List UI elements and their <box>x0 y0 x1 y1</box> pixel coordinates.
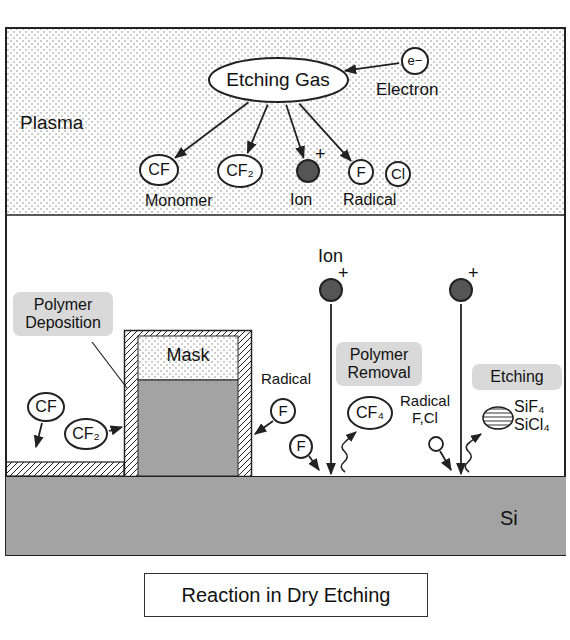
charge-sign: + <box>315 144 326 164</box>
gas-ellipse: Etching Gas <box>208 57 349 103</box>
connector-arrow <box>248 105 268 153</box>
node-outline <box>28 393 64 421</box>
plasma-texture <box>6 28 566 215</box>
leader-line <box>92 342 127 388</box>
polymer-sidewall <box>125 331 252 477</box>
polymer-layer <box>6 462 124 476</box>
plasma-boundary <box>6 214 566 216</box>
deposition-arrow <box>36 423 42 447</box>
node-outline <box>386 162 410 186</box>
node-text: CF₂ <box>226 162 254 180</box>
node-outline <box>348 397 392 429</box>
part-label: SiF₄ SiCl₄ <box>514 398 566 435</box>
node-text: F <box>296 438 305 455</box>
node-text: Etching <box>490 368 543 386</box>
node-outline <box>218 155 262 187</box>
node-outline <box>290 435 312 458</box>
electron-circle: e− <box>401 47 429 75</box>
part-label: Ion <box>318 246 343 267</box>
node-text: Plasma <box>20 112 83 133</box>
frame <box>6 28 565 555</box>
monomer-circle: CF₂ <box>217 154 263 188</box>
node-text: Etching Gas <box>226 69 330 90</box>
node-text: CF₂ <box>72 425 100 443</box>
deposition-arrow <box>109 427 122 431</box>
monomer-circle: CF <box>27 392 65 422</box>
ion-circle: + <box>296 159 320 183</box>
charge-sign: + <box>468 263 479 283</box>
node-outline <box>65 419 107 449</box>
node-text: e− <box>408 54 423 69</box>
radical-arrow <box>440 451 451 470</box>
part-label: Radical <box>261 370 311 387</box>
part-label: Radical <box>343 191 396 209</box>
callout-box: Polymer Deposition <box>13 292 113 336</box>
caption-box: Reaction in Dry Etching <box>144 573 428 617</box>
connector-arrow <box>330 304 332 474</box>
callout-box: Polymer Removal <box>336 342 422 386</box>
node-outline <box>402 48 428 74</box>
callout-box: Etching <box>472 364 562 390</box>
radical-circle: F <box>270 398 296 424</box>
node-text: Si <box>500 507 518 529</box>
connector-arrow <box>460 304 462 474</box>
radical-circle: F <box>289 434 313 459</box>
connector-arrow <box>175 102 248 157</box>
mask-body <box>138 380 238 476</box>
part-label: Monomer <box>145 192 213 210</box>
node-text: CF <box>148 161 169 179</box>
wavy-arrow <box>465 434 481 472</box>
monomer-circle: CF₂ <box>64 418 108 450</box>
node-outline <box>271 399 295 423</box>
node-outline <box>140 155 178 185</box>
ion-circle: + <box>449 278 473 302</box>
part-label: Ion <box>290 191 312 209</box>
radical-circle <box>429 437 443 451</box>
node-text: Cl <box>391 166 405 183</box>
node-text: Polymer Deposition <box>18 296 108 332</box>
node-text: Polymer Removal <box>341 346 417 382</box>
node-text: Mask <box>138 345 238 365</box>
product-circle: CF₄ <box>347 396 393 430</box>
ion-circle: + <box>319 278 343 302</box>
radical-circle: F <box>348 159 374 185</box>
mask-block: Mask <box>138 336 238 476</box>
node-text: CF₄ <box>356 404 384 422</box>
node-outline <box>209 58 348 102</box>
connector-arrow <box>345 63 399 71</box>
monomer-circle: CF <box>139 154 179 186</box>
node-text: F <box>278 403 287 420</box>
mask-top <box>138 336 238 380</box>
silicon-substrate: Si <box>6 476 566 555</box>
radical-arrow <box>309 456 319 470</box>
node-text: F <box>356 164 365 181</box>
caption-text: Reaction in Dry Etching <box>182 584 391 606</box>
node-text: CF <box>35 398 56 416</box>
product-molecule <box>483 407 513 429</box>
mask-top <box>138 336 238 380</box>
part-label: Radical F,Cl <box>394 392 456 427</box>
wavy-arrow <box>341 432 356 472</box>
radical-circle: Cl <box>385 161 411 187</box>
node-outline <box>349 160 373 184</box>
part-label: Electron <box>376 80 438 100</box>
connector-arrow <box>286 105 303 158</box>
charge-sign: + <box>338 263 349 283</box>
radical-arrow <box>255 421 273 434</box>
plasma-band: Plasma Etching Gas e− CF CF₂ + F Cl <box>6 28 566 215</box>
